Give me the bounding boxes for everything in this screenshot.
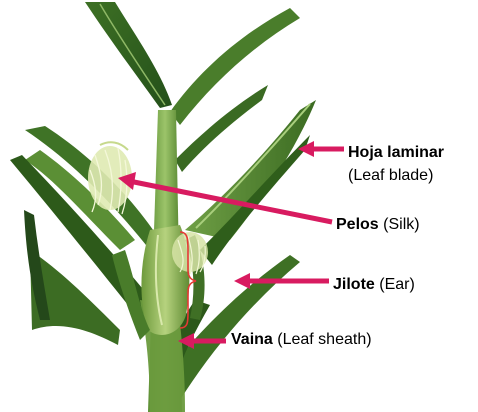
label-silk-term: Pelos: [336, 216, 379, 233]
label-leaf-blade-gloss: (Leaf blade): [348, 166, 433, 186]
label-ear-term: Jilote: [333, 276, 375, 293]
label-sheath-term: Vaina: [231, 331, 273, 348]
label-ear-gloss: (Ear): [379, 276, 415, 293]
label-leaf-blade: Hoja laminar: [348, 143, 444, 163]
label-ear: Jilote (Ear): [333, 275, 415, 295]
label-silk-gloss: (Silk): [383, 216, 419, 233]
label-leaf-blade-term: Hoja laminar: [348, 144, 444, 161]
label-silk: Pelos (Silk): [336, 215, 420, 235]
label-sheath: Vaina (Leaf sheath): [231, 330, 372, 350]
top-leaf: [85, 2, 172, 108]
label-sheath-gloss: (Leaf sheath): [277, 331, 371, 348]
